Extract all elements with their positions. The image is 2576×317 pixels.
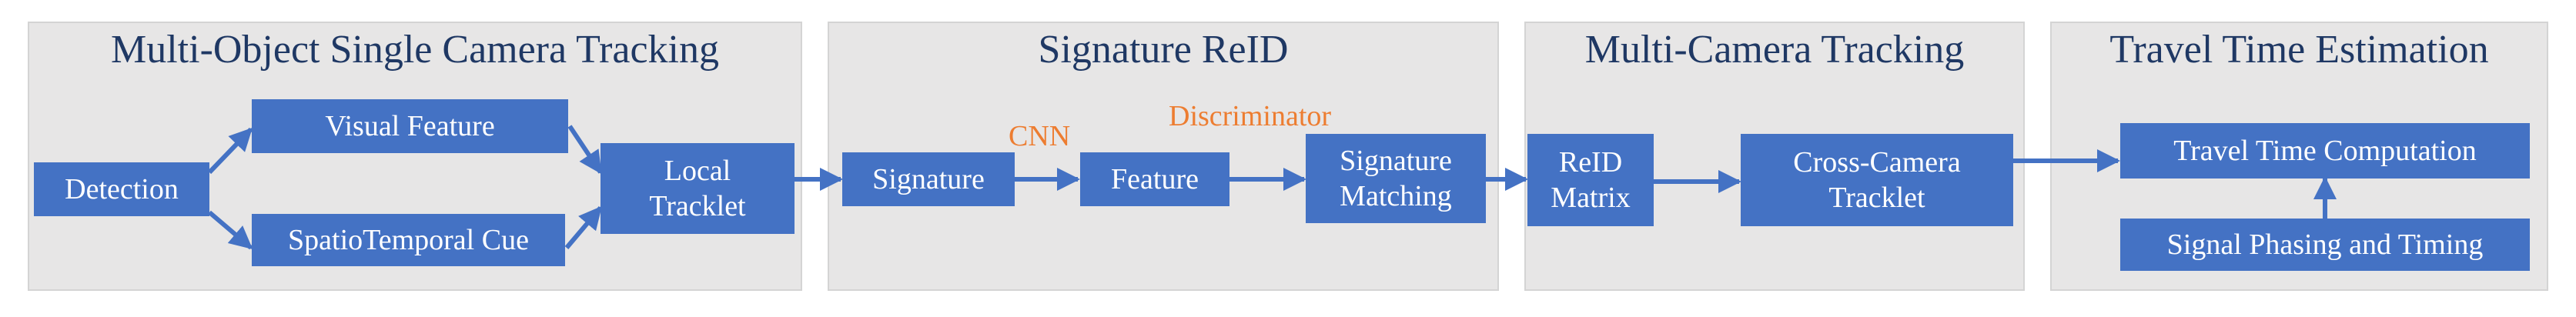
- detection-box: Detection: [34, 162, 209, 216]
- panel-title: Signature ReID: [1038, 28, 1289, 72]
- arrow-visual-feature-to-local-tracklet: [567, 125, 603, 175]
- signature-matching-box: Signature Matching: [1306, 134, 1486, 223]
- arrow-detection-to-spatiotemporal-cue: [208, 210, 253, 250]
- cross-camera-tracklet-box: Cross-Camera Tracklet: [1741, 134, 2013, 226]
- local-tracklet-box: Local Tracklet: [601, 143, 795, 234]
- travel-time-computation-box: Travel Time Computation: [2120, 123, 2530, 179]
- panel-title: Multi-Camera Tracking: [1584, 28, 1965, 72]
- cnn-label: CNN: [1009, 120, 1071, 152]
- signature-box: Signature: [842, 152, 1015, 206]
- signal-phasing-and-timing-box: Signal Phasing and Timing: [2120, 219, 2530, 271]
- panel-title: Multi-Object Single Camera Tracking: [110, 28, 719, 72]
- panel-title: Travel Time Estimation: [2109, 28, 2489, 72]
- feature-box: Feature: [1080, 152, 1229, 206]
- spatiotemporal-cue-box: SpatioTemporal Cue: [252, 214, 565, 266]
- arrow-detection-to-visual-feature: [207, 127, 253, 175]
- discriminator-label: Discriminator: [1169, 100, 1332, 132]
- reid-matrix-box: ReID Matrix: [1527, 134, 1654, 226]
- visual-feature-box: Visual Feature: [252, 99, 568, 153]
- arrow-spatiotemporal-cue-to-local-tracklet: [564, 205, 603, 249]
